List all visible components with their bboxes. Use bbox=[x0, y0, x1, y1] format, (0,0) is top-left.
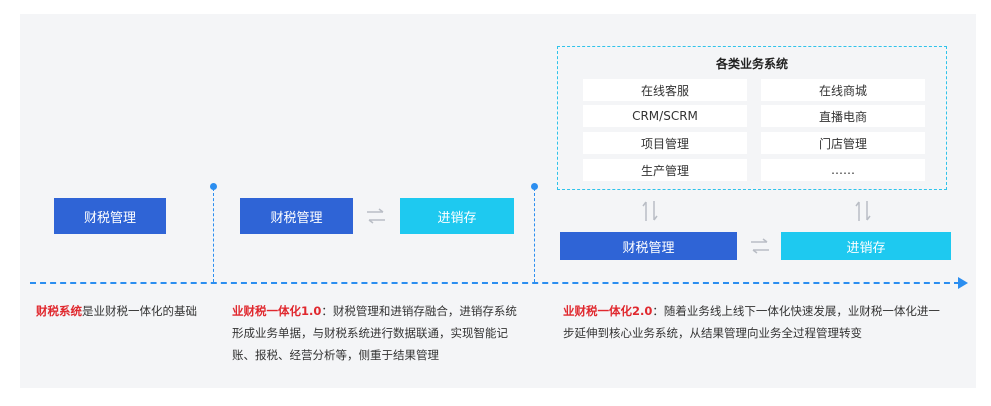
stage1-finance-box: 财税管理 bbox=[54, 198, 166, 234]
stage-divider bbox=[213, 188, 214, 282]
stage3-exchange-arrows-icon bbox=[751, 238, 769, 254]
stage2-inventory-box: 进销存 bbox=[400, 198, 514, 234]
stage-divider bbox=[534, 188, 535, 282]
stage1-caption: 财税系统是业财税一体化的基础 bbox=[36, 300, 206, 322]
stage1-finance-label: 财税管理 bbox=[83, 210, 136, 226]
stage3-caption-highlight: 业财税一体化2.0 bbox=[563, 304, 653, 318]
system-cell: …… bbox=[761, 159, 925, 181]
system-cell: 门店管理 bbox=[761, 132, 925, 154]
system-cell: 直播电商 bbox=[761, 105, 925, 127]
timeline-line bbox=[30, 282, 960, 284]
finance-systems-exchange-icon bbox=[642, 201, 658, 221]
system-cell: 在线商城 bbox=[761, 79, 925, 101]
timeline-arrow-icon bbox=[958, 277, 968, 289]
stage1-caption-highlight: 财税系统 bbox=[36, 304, 82, 318]
stage3-finance-box: 财税管理 bbox=[560, 232, 737, 260]
stage3-inventory-label: 进销存 bbox=[846, 240, 886, 256]
stage2-exchange-arrows-icon bbox=[367, 208, 385, 224]
business-systems-box: 各类业务系统 在线客服 在线商城 CRM/SCRM 直播电商 项目管理 门店管理… bbox=[557, 46, 947, 190]
stage-divider-dot bbox=[531, 183, 538, 190]
system-cell: CRM/SCRM bbox=[583, 105, 747, 127]
inventory-systems-exchange-icon bbox=[855, 201, 871, 221]
stage3-inventory-box: 进销存 bbox=[781, 232, 951, 260]
stage2-caption-highlight: 业财税一体化1.0 bbox=[232, 304, 322, 318]
stage2-finance-label: 财税管理 bbox=[270, 210, 323, 226]
stage1-caption-text: 是业财税一体化的基础 bbox=[82, 304, 197, 318]
business-systems-title: 各类业务系统 bbox=[715, 57, 788, 71]
stage3-caption-text: ：随着业务线上线下一体化快速发展，业财税一体化进一步延伸到核心业务系统，从结果管… bbox=[563, 304, 940, 340]
stage2-caption: 业财税一体化1.0：财税管理和进销存融合，进销存系统形成业务单据，与财税系统进行… bbox=[232, 300, 528, 366]
stage2-inventory-label: 进销存 bbox=[437, 210, 477, 226]
stage3-finance-label: 财税管理 bbox=[622, 240, 675, 256]
stage2-finance-box: 财税管理 bbox=[240, 198, 353, 234]
stage-divider-dot bbox=[210, 183, 217, 190]
system-cell: 在线客服 bbox=[583, 79, 747, 101]
stage2-caption-text: ：财税管理和进销存融合，进销存系统形成业务单据，与财税系统进行数据联通，实现智能… bbox=[232, 304, 517, 362]
system-cell: 生产管理 bbox=[583, 159, 747, 181]
stage3-caption: 业财税一体化2.0：随着业务线上线下一体化快速发展，业财税一体化进一步延伸到核心… bbox=[563, 300, 943, 344]
system-cell: 项目管理 bbox=[583, 132, 747, 154]
